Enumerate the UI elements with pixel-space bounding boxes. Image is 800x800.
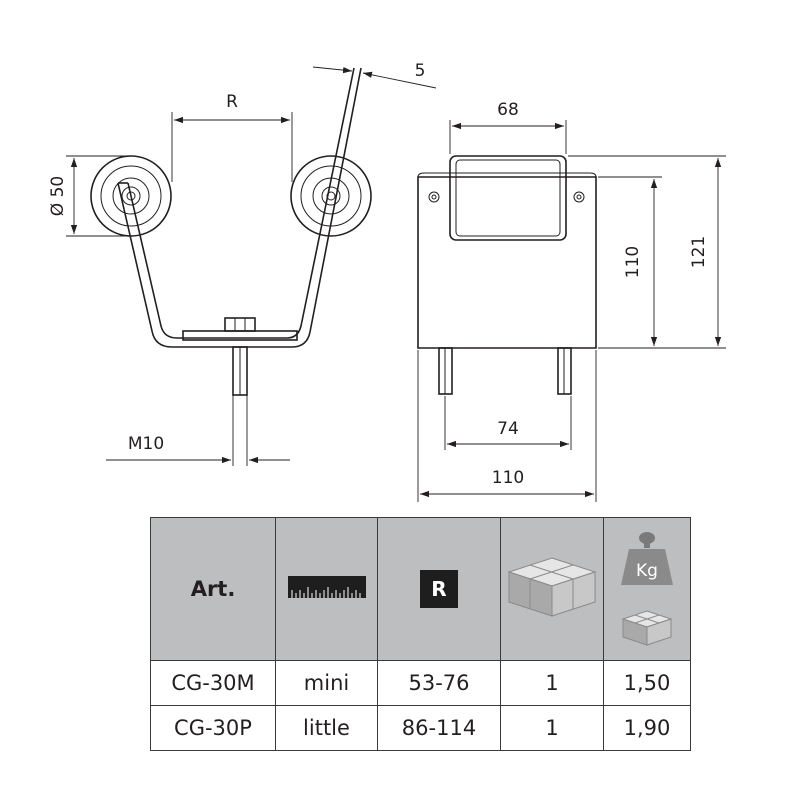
header-article: Art. [150,517,276,661]
label-bracket-height: 110 [623,246,643,278]
wire-bracket [117,67,362,348]
left-hole-icon [428,191,440,203]
header-quantity [500,517,604,661]
small-boxes-icon [621,610,673,646]
side-studs [438,347,572,395]
cell-art: CG-30P [150,705,276,751]
cell-art: CG-30M [150,660,276,706]
front-view: R Ø 50 5 M10 [48,61,437,466]
cell-size: mini [275,660,378,706]
mounting-bolt [182,317,298,396]
label-wheel-diameter: Ø 50 [48,176,68,216]
r-badge: R [420,570,458,608]
cell-size: little [275,705,378,751]
label-total-height: 121 [689,236,709,268]
side-roller [449,155,567,241]
header-r: R [377,517,501,661]
cell-r: 53-76 [377,660,501,706]
cell-qty: 1 [500,705,604,751]
label-wire-thickness: 5 [415,61,426,81]
side-view: 68 110 121 74 110 [417,100,726,502]
dimension-diameter: Ø 50 [48,155,131,237]
table-row: CG-30P little 86-114 1 1,90 [150,705,691,751]
ruler-icon [287,576,366,598]
dimension-wire-thickness: 5 [312,61,437,89]
weight-label: Kg [636,561,658,581]
article-label: Art. [190,577,236,601]
header-weight: Kg [603,517,691,661]
dimension-bolt-spacing: 74 [444,396,572,450]
dimension-roller-width: 68 [449,100,567,154]
dimension-bracket-height: 110 [598,176,662,349]
dimension-bracket-width: 110 [417,350,597,502]
table-row: CG-30M mini 53-76 1 1,50 [150,660,691,706]
spec-table: Art. R [150,517,691,751]
cell-kg: 1,90 [603,705,691,751]
cell-qty: 1 [500,660,604,706]
table-header-row: Art. R [150,517,691,661]
cell-kg: 1,50 [603,660,691,706]
label-radius: R [226,92,238,112]
technical-drawing: R Ø 50 5 M10 [48,61,726,502]
dimension-r: R [171,92,293,182]
cell-r: 86-114 [377,705,501,751]
dimension-thread: M10 [106,395,290,466]
header-size [275,517,378,661]
boxes-icon [507,557,597,617]
right-hole-icon [573,191,585,203]
label-bracket-width: 110 [492,468,524,488]
label-roller-width: 68 [497,100,519,120]
dimension-total-height: 121 [568,155,726,349]
label-thread: M10 [128,434,164,454]
label-bolt-spacing: 74 [497,419,519,439]
weight-icon [621,532,673,585]
side-plate [417,176,597,349]
